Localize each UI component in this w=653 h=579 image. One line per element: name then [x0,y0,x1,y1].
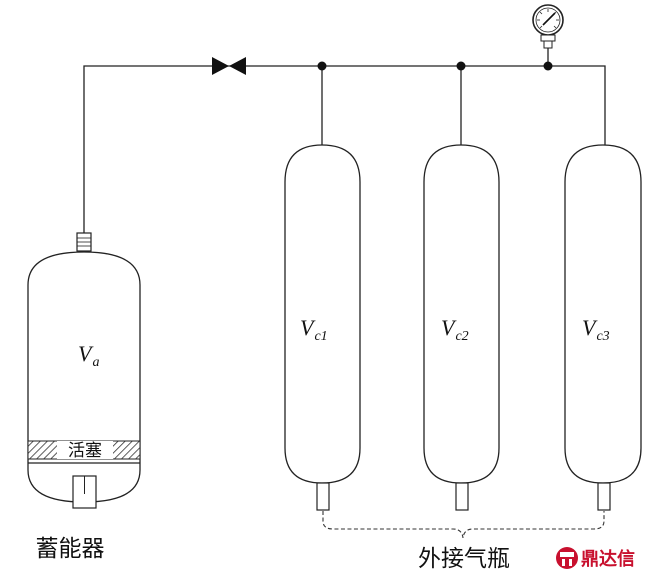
pressure-gauge-icon [532,4,564,49]
watermark: 鼎达信 [556,547,635,570]
cylinder-1-volume-label: Vc1 [300,315,328,344]
watermark-text: 鼎达信 [581,548,635,570]
valve-icon [212,57,246,75]
cylinder-2: Vc2 [423,144,500,511]
external-cylinders-label: 外接气瓶 [418,546,510,572]
pipe-network [83,48,606,233]
accumulator: 活塞 Va [27,232,141,509]
accumulator-volume-label: Va [78,341,99,370]
accumulator-label: 蓄能器 [36,536,105,562]
logo-icon [556,547,578,569]
junction-3 [543,61,553,71]
cylinder-3: Vc3 [564,144,642,511]
cylinder-3-volume-label: Vc3 [582,315,610,344]
group-brace [322,511,605,539]
cylinder-1: Vc1 [284,144,361,511]
piston-label: 活塞 [68,441,102,461]
piston-label-bg [57,441,113,459]
junction-2 [456,61,466,71]
junction-1 [317,61,327,71]
cylinder-2-volume-label: Vc2 [441,315,469,344]
